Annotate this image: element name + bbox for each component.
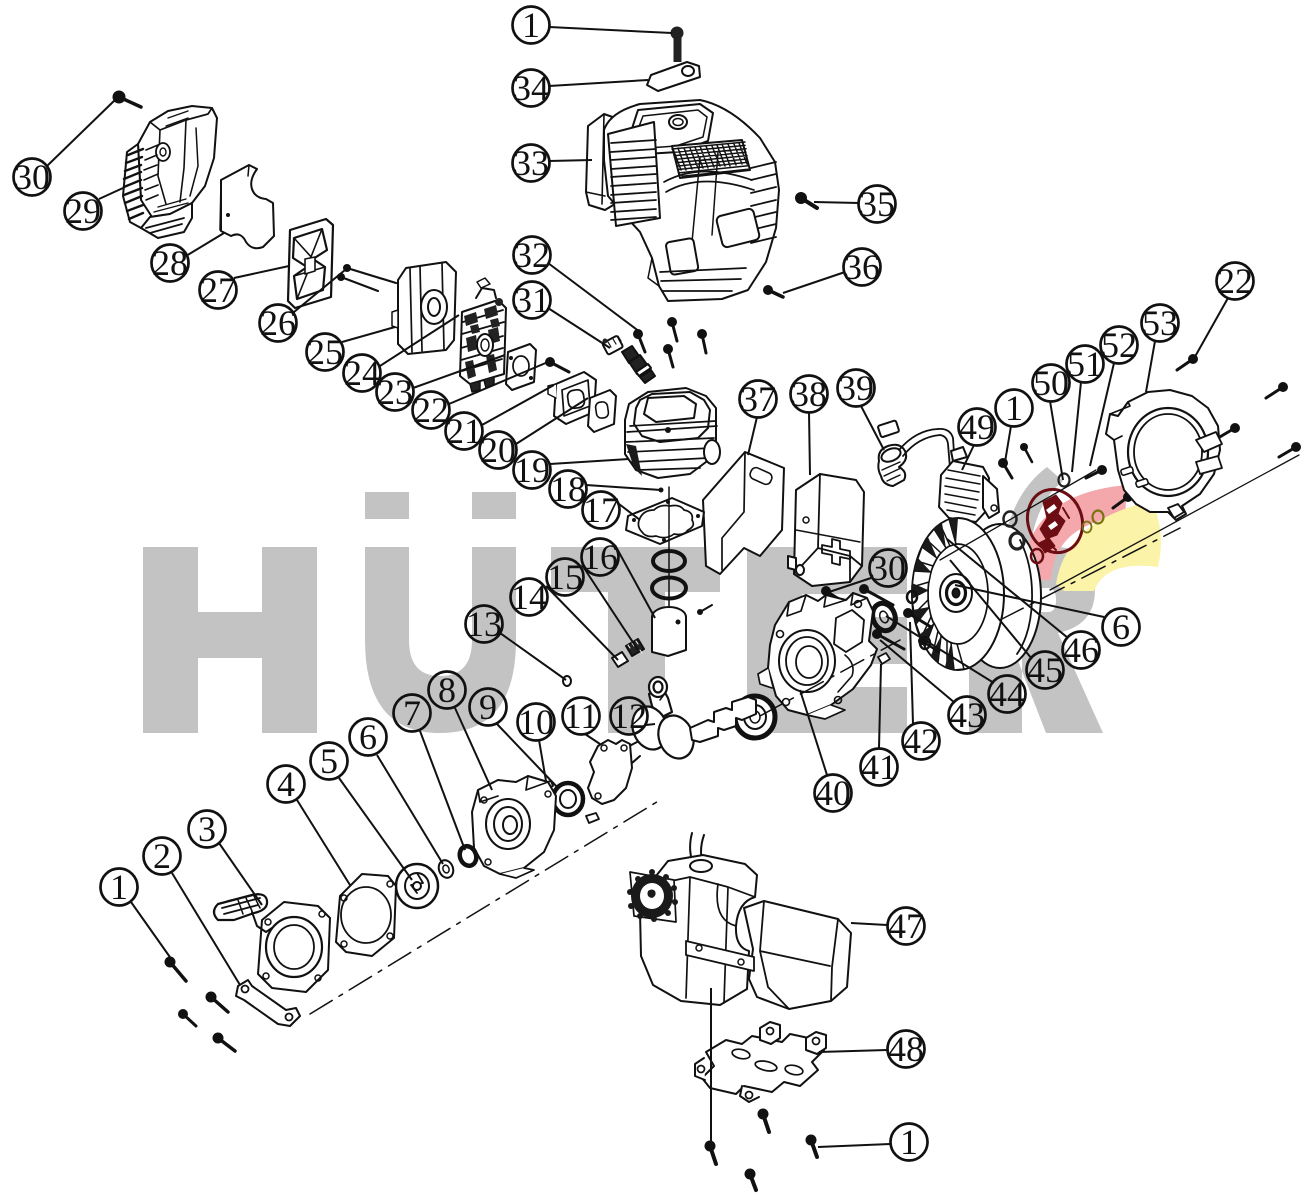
svg-text:24: 24 [344, 353, 380, 393]
svg-text:48: 48 [888, 1029, 924, 1069]
svg-text:23: 23 [377, 372, 413, 412]
svg-text:4: 4 [277, 764, 295, 804]
svg-text:3: 3 [198, 809, 216, 849]
svg-text:22: 22 [413, 390, 449, 430]
svg-text:46: 46 [1063, 630, 1099, 670]
svg-text:15: 15 [547, 557, 583, 597]
svg-text:26: 26 [260, 303, 296, 343]
svg-text:36: 36 [844, 247, 880, 287]
svg-text:20: 20 [480, 430, 516, 470]
svg-text:22: 22 [1217, 261, 1253, 301]
svg-text:50: 50 [1033, 363, 1069, 403]
svg-text:14: 14 [511, 577, 547, 617]
svg-text:10: 10 [518, 702, 554, 742]
svg-text:1: 1 [522, 5, 540, 45]
svg-text:42: 42 [903, 721, 939, 761]
svg-text:7: 7 [403, 693, 421, 733]
svg-text:1: 1 [1005, 388, 1023, 428]
svg-text:1: 1 [110, 867, 128, 907]
svg-text:30: 30 [870, 548, 906, 588]
svg-text:25: 25 [307, 332, 343, 372]
svg-text:27: 27 [200, 270, 236, 310]
svg-text:52: 52 [1101, 325, 1137, 365]
svg-text:9: 9 [479, 687, 497, 727]
svg-text:45: 45 [1027, 650, 1063, 690]
svg-text:18: 18 [550, 469, 586, 509]
svg-text:34: 34 [513, 68, 549, 108]
svg-text:33: 33 [513, 143, 549, 183]
svg-text:6: 6 [359, 717, 377, 757]
svg-text:43: 43 [949, 695, 985, 735]
svg-text:2: 2 [153, 836, 171, 876]
svg-text:29: 29 [65, 191, 101, 231]
svg-text:35: 35 [859, 184, 895, 224]
svg-text:38: 38 [791, 374, 827, 414]
svg-text:49: 49 [959, 407, 995, 447]
svg-text:19: 19 [514, 450, 550, 490]
svg-text:12: 12 [611, 696, 647, 736]
svg-text:1: 1 [900, 1122, 918, 1162]
svg-text:11: 11 [564, 696, 599, 736]
svg-text:21: 21 [446, 411, 482, 451]
svg-text:13: 13 [466, 604, 502, 644]
svg-text:28: 28 [152, 243, 188, 283]
svg-text:16: 16 [582, 537, 618, 577]
svg-text:5: 5 [320, 741, 338, 781]
svg-text:53: 53 [1142, 303, 1178, 343]
svg-text:41: 41 [861, 747, 897, 787]
svg-text:40: 40 [815, 773, 851, 813]
svg-text:44: 44 [989, 674, 1025, 714]
svg-text:8: 8 [438, 670, 456, 710]
svg-text:51: 51 [1067, 344, 1103, 384]
svg-text:39: 39 [838, 368, 874, 408]
svg-text:17: 17 [583, 490, 619, 530]
svg-text:47: 47 [888, 906, 924, 946]
svg-text:6: 6 [1112, 607, 1130, 647]
svg-text:30: 30 [14, 157, 50, 197]
svg-text:37: 37 [740, 379, 776, 419]
svg-text:31: 31 [514, 280, 550, 320]
svg-text:32: 32 [514, 235, 550, 275]
